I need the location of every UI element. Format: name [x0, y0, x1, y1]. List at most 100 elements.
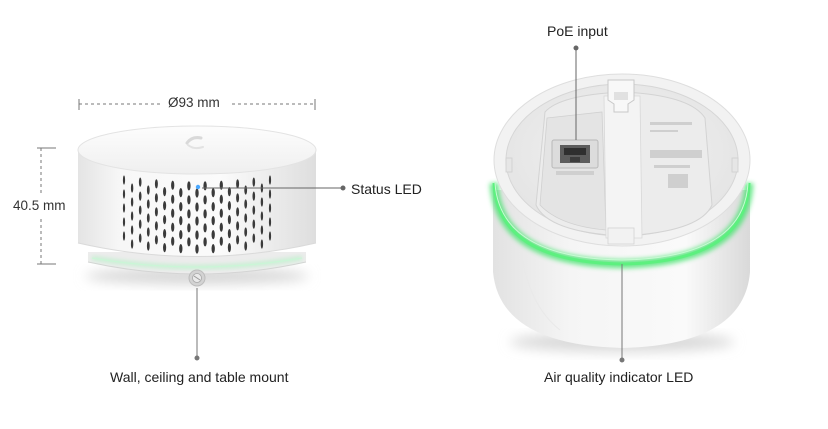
vent-slot	[219, 236, 223, 246]
vent-slot	[195, 230, 199, 240]
vent-slot	[211, 202, 215, 212]
vent-slot	[130, 211, 134, 221]
vent-slot	[146, 185, 150, 195]
vent-slot	[268, 217, 272, 227]
status-led-leader	[202, 185, 346, 191]
vent-slot	[227, 229, 231, 239]
vent-slot	[122, 189, 126, 199]
vent-slot	[219, 194, 223, 204]
vent-slot	[252, 191, 256, 201]
vent-slot	[252, 233, 256, 243]
vent-slot	[236, 235, 240, 245]
vent-slot	[219, 180, 223, 190]
vent-slot	[171, 222, 175, 232]
vent-slot	[244, 227, 248, 237]
vent-slot	[163, 243, 167, 253]
vent-slot	[236, 193, 240, 203]
vent-slot	[203, 195, 207, 205]
vent-slot	[130, 183, 134, 193]
height-label: 40.5 mm	[13, 198, 66, 213]
vent-slot	[187, 237, 191, 247]
vent-slot	[244, 241, 248, 251]
vent-slot	[211, 188, 215, 198]
vent-slots	[122, 175, 272, 254]
vent-slot	[146, 213, 150, 223]
vent-slot	[163, 187, 167, 197]
vent-slot	[268, 203, 272, 213]
vent-slot	[268, 189, 272, 199]
vent-slot	[154, 235, 158, 245]
vent-slot	[187, 209, 191, 219]
left-device	[37, 99, 346, 361]
vent-slot	[146, 227, 150, 237]
poe-leader	[573, 45, 579, 140]
vent-slot	[154, 207, 158, 217]
vent-slot	[244, 199, 248, 209]
vent-slot	[211, 244, 215, 254]
vent-slot	[252, 219, 256, 229]
mount-label: Wall, ceiling and table mount	[110, 369, 289, 385]
vent-slot	[203, 181, 207, 191]
vent-slot	[252, 205, 256, 215]
vent-slot	[171, 180, 175, 190]
vent-slot	[236, 179, 240, 189]
vent-slot	[163, 201, 167, 211]
vent-slot	[146, 199, 150, 209]
vent-slot	[227, 201, 231, 211]
vent-slot	[138, 233, 142, 243]
vent-slot	[195, 216, 199, 226]
vent-slot	[260, 225, 264, 235]
vent-slot	[260, 239, 264, 249]
vent-slot	[219, 208, 223, 218]
vent-slot	[122, 217, 126, 227]
vent-slot	[179, 216, 183, 226]
vent-slot	[187, 195, 191, 205]
vent-slot	[236, 207, 240, 217]
vent-slot	[187, 181, 191, 191]
vent-slot	[219, 222, 223, 232]
vent-slot	[130, 225, 134, 235]
vent-slot	[122, 175, 126, 185]
diameter-label: Ø93 mm	[168, 95, 220, 110]
vent-slot	[122, 231, 126, 241]
vent-slot	[244, 213, 248, 223]
vent-slot	[163, 215, 167, 225]
air-quality-led-label: Air quality indicator LED	[544, 369, 694, 385]
vent-slot	[130, 239, 134, 249]
vent-slot	[227, 243, 231, 253]
vent-slot	[154, 221, 158, 231]
vent-slot	[163, 229, 167, 239]
vent-slot	[179, 188, 183, 198]
vent-slot	[236, 221, 240, 231]
vent-slot	[138, 191, 142, 201]
vent-slot	[211, 216, 215, 226]
vent-slot	[268, 175, 272, 185]
vent-slot	[260, 211, 264, 221]
vent-slot	[195, 244, 199, 254]
vent-slot	[146, 241, 150, 251]
vent-slot	[227, 187, 231, 197]
vent-slot	[171, 194, 175, 204]
vent-slot	[203, 237, 207, 247]
diameter-dimension-line	[78, 99, 316, 110]
vent-slot	[154, 179, 158, 189]
vent-slot	[244, 185, 248, 195]
mount-leader	[194, 288, 200, 361]
vent-slot	[260, 197, 264, 207]
vent-slot	[138, 205, 142, 215]
vent-slot	[195, 202, 199, 212]
vent-slot	[179, 202, 183, 212]
right-device	[489, 45, 754, 363]
vent-slot	[252, 177, 256, 187]
vent-slot	[179, 230, 183, 240]
vent-slot	[268, 231, 272, 241]
vent-slot	[211, 230, 215, 240]
vent-slot	[138, 219, 142, 229]
vent-slot	[122, 203, 126, 213]
vent-slot	[130, 197, 134, 207]
air-quality-leader	[619, 264, 625, 363]
status-led-dot	[195, 184, 201, 190]
vent-slot	[187, 223, 191, 233]
